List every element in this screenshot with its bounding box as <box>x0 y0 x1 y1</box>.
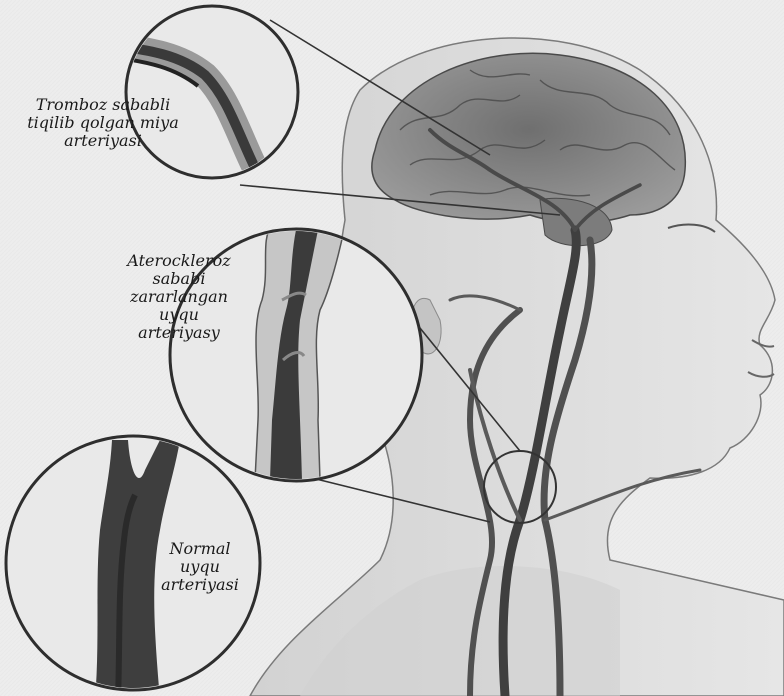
label-thrombosis: Tromboz sababli tiqilib qolgan miya arte… <box>8 96 198 150</box>
label-atherosclerosis: Aterockleroz sababi zararlangan uyqu art… <box>110 252 248 342</box>
label-normal: Normal uyqu arteriyasi <box>150 540 250 594</box>
